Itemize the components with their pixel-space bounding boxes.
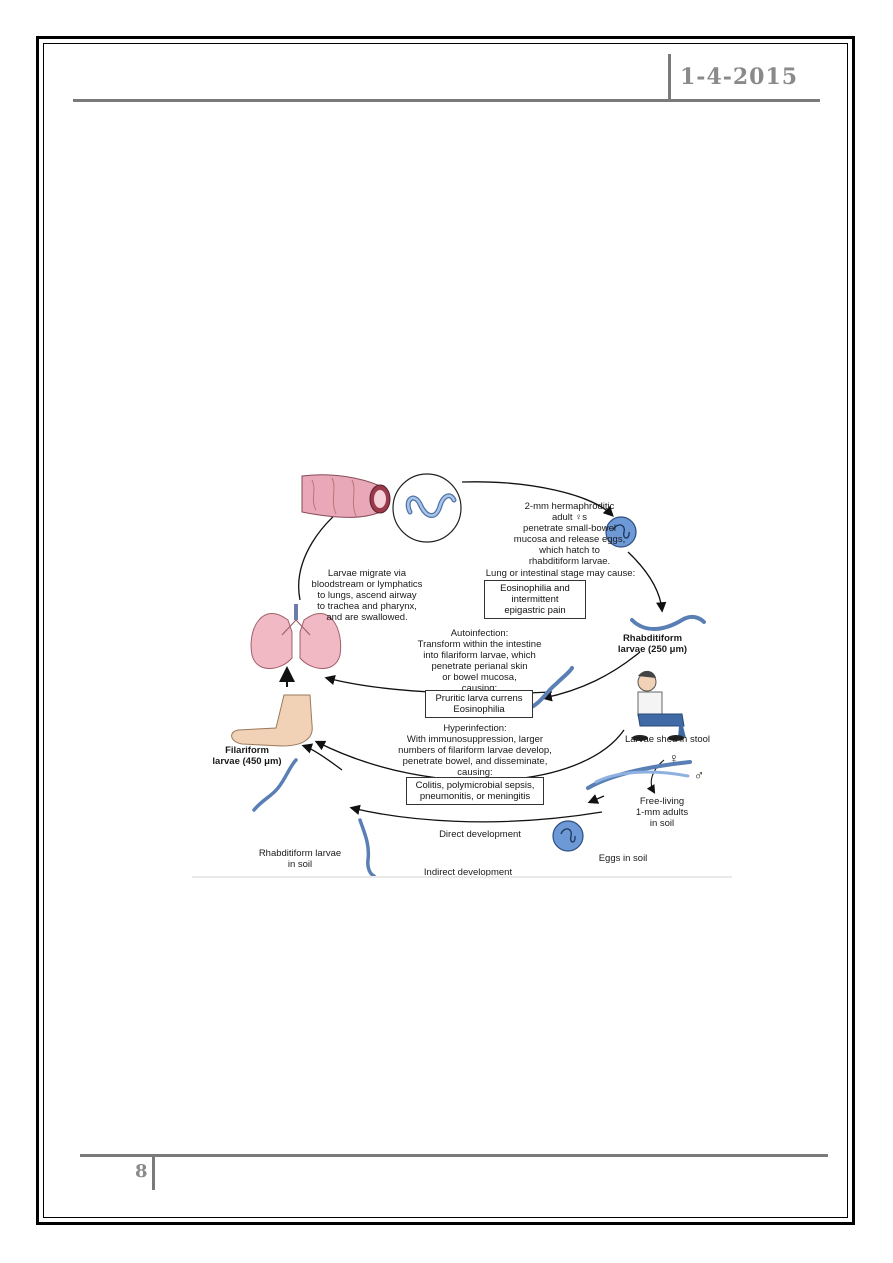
arrow-adults-to-eggs	[587, 794, 605, 804]
soil-larva-illustration	[358, 818, 376, 878]
intestine-illustration	[301, 473, 462, 543]
strongyloides-life-cycle-diagram: 2-mm hermaphroditic adult ♀s penetrate s…	[192, 470, 732, 878]
rhabditiform-label: Rhabditiform larvae (250 μm)	[617, 633, 688, 655]
life-cycle-drawing	[231, 473, 706, 878]
page-outer-border	[36, 36, 855, 1225]
egg-illustration	[605, 516, 637, 548]
arrow-soil-to-larvae	[349, 804, 603, 823]
filariform-larva-illustration	[252, 758, 298, 812]
footer-separator	[152, 1155, 155, 1190]
indirect-development-label: Indirect development	[423, 867, 513, 878]
rhabditiform-soil-label: Rhabditiform larvae in soil	[258, 848, 342, 870]
hyperinfection-text: Hyperinfection: With immunosuppression, …	[398, 723, 552, 778]
autoinfection-text: Autoinfection: Transform within the inte…	[417, 628, 542, 694]
page-number: 8	[135, 1161, 148, 1182]
autoinfection-box: Pruritic larva currens Eosinophilia	[425, 690, 533, 718]
lung-stage-box: Eosinophilia and intermittent epigastric…	[484, 580, 586, 619]
free-living-adults-illustration	[586, 760, 692, 790]
hyperinfection-box: Colitis, polymicrobial sepsis, pneumonit…	[406, 777, 544, 805]
migrate-text: Larvae migrate via bloodstream or lympha…	[311, 568, 423, 623]
man-illustration	[632, 670, 686, 741]
adult-text: 2-mm hermaphroditic adult ♀s penetrate s…	[513, 501, 626, 567]
free-living-label: Free-living 1-mm adults in soil	[635, 796, 689, 829]
arrow-stool-to-soil	[646, 759, 665, 794]
rhabditiform-larva-illustration	[630, 614, 706, 631]
lungs-illustration	[250, 604, 342, 669]
arrow-to-filariform	[301, 743, 343, 771]
soil-egg-illustration	[552, 820, 584, 852]
foot-illustration	[231, 694, 313, 747]
eggs-soil-label: Eggs in soil	[598, 853, 648, 864]
male-symbol: ♂	[693, 767, 705, 783]
arrow-adult-to-egg	[461, 481, 614, 517]
autoinfection-larva-illustration	[528, 666, 574, 710]
figure-bottom-edge	[192, 876, 732, 878]
arrow-autoinfection	[541, 651, 641, 702]
larvae-stool-label: Larvae shed in stool	[624, 734, 711, 745]
female-symbol: ♀	[668, 750, 680, 766]
header-date: 1-4-2015	[680, 64, 799, 90]
filariform-label: Filariform larvae (450 μm)	[212, 745, 282, 767]
lung-stage-text: Lung or intestinal stage may cause:	[485, 568, 636, 579]
page-inner-border	[43, 43, 848, 1218]
arrow-egg-to-rhabditiform	[627, 551, 667, 613]
header-rule	[73, 99, 820, 102]
direct-development-label: Direct development	[439, 829, 521, 840]
footer-rule	[80, 1154, 828, 1157]
header-separator	[668, 54, 671, 100]
